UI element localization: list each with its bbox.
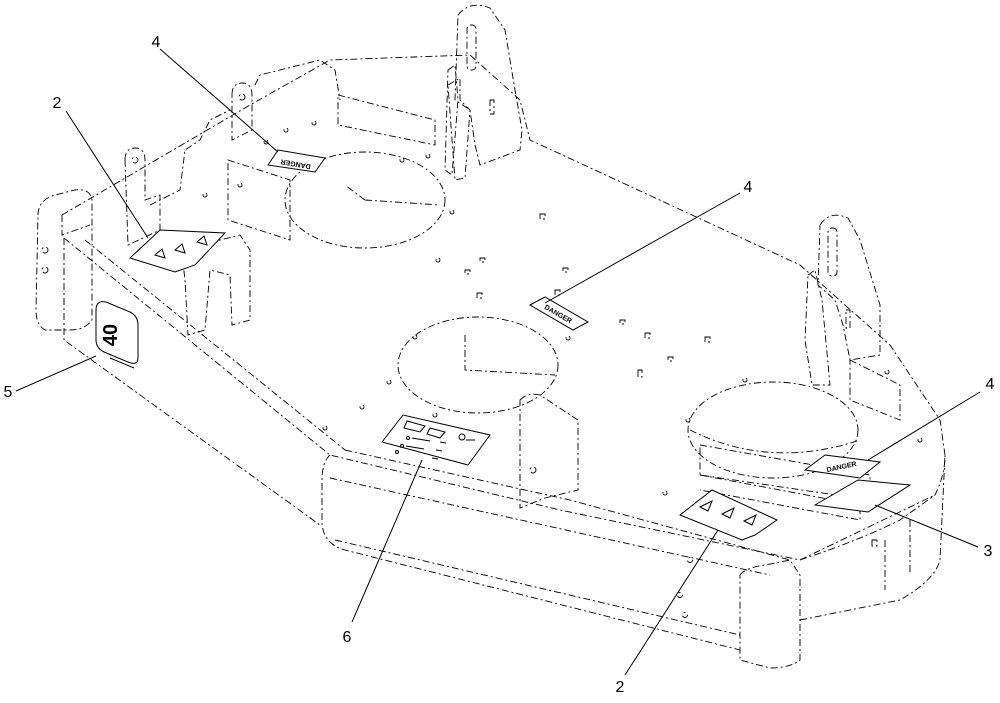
leader-line-6 (351, 459, 423, 623)
logo-text: 40 (100, 324, 122, 346)
right-rear-bracket (804, 214, 881, 386)
callout-numbers: 4 2 4 4 5 3 6 2 (4, 34, 995, 696)
arrow-decal-left (129, 229, 227, 273)
leader-line-5 (15, 355, 97, 392)
arrow-decal-right (679, 489, 779, 541)
callout-2-left: 2 (53, 95, 62, 112)
leader-line-4-rear (159, 48, 279, 153)
danger-decal-rear: DANGER (267, 149, 326, 173)
leader-line-4-right (867, 391, 981, 461)
logo-plate: 40 (95, 301, 139, 369)
callout-6: 6 (343, 629, 352, 646)
left-bracket (181, 234, 251, 336)
leader-line-3 (874, 504, 979, 548)
callout-4-rear: 4 (152, 34, 161, 51)
leader-line-4-center (544, 192, 741, 304)
left-end-plate (35, 189, 93, 331)
callout-4-center: 4 (744, 179, 753, 196)
danger-decal-right: DANGER (803, 454, 882, 479)
callout-2-right: 2 (616, 679, 625, 696)
leader-line-2-right (624, 529, 719, 676)
callout-3: 3 (984, 543, 993, 560)
instruction-decal (381, 414, 491, 466)
leader-lines (15, 48, 981, 676)
leader-line-2-left (65, 110, 149, 239)
rear-lugs (124, 59, 341, 246)
callout-5: 5 (4, 384, 13, 401)
deck-outline (61, 54, 946, 669)
callout-4-right: 4 (986, 376, 995, 393)
blade-openings (284, 151, 861, 479)
danger-decal-center: DANGER (528, 296, 590, 331)
blank-decal (813, 479, 912, 513)
rear-center-bracket (444, 4, 523, 181)
deck-holes (202, 120, 923, 618)
